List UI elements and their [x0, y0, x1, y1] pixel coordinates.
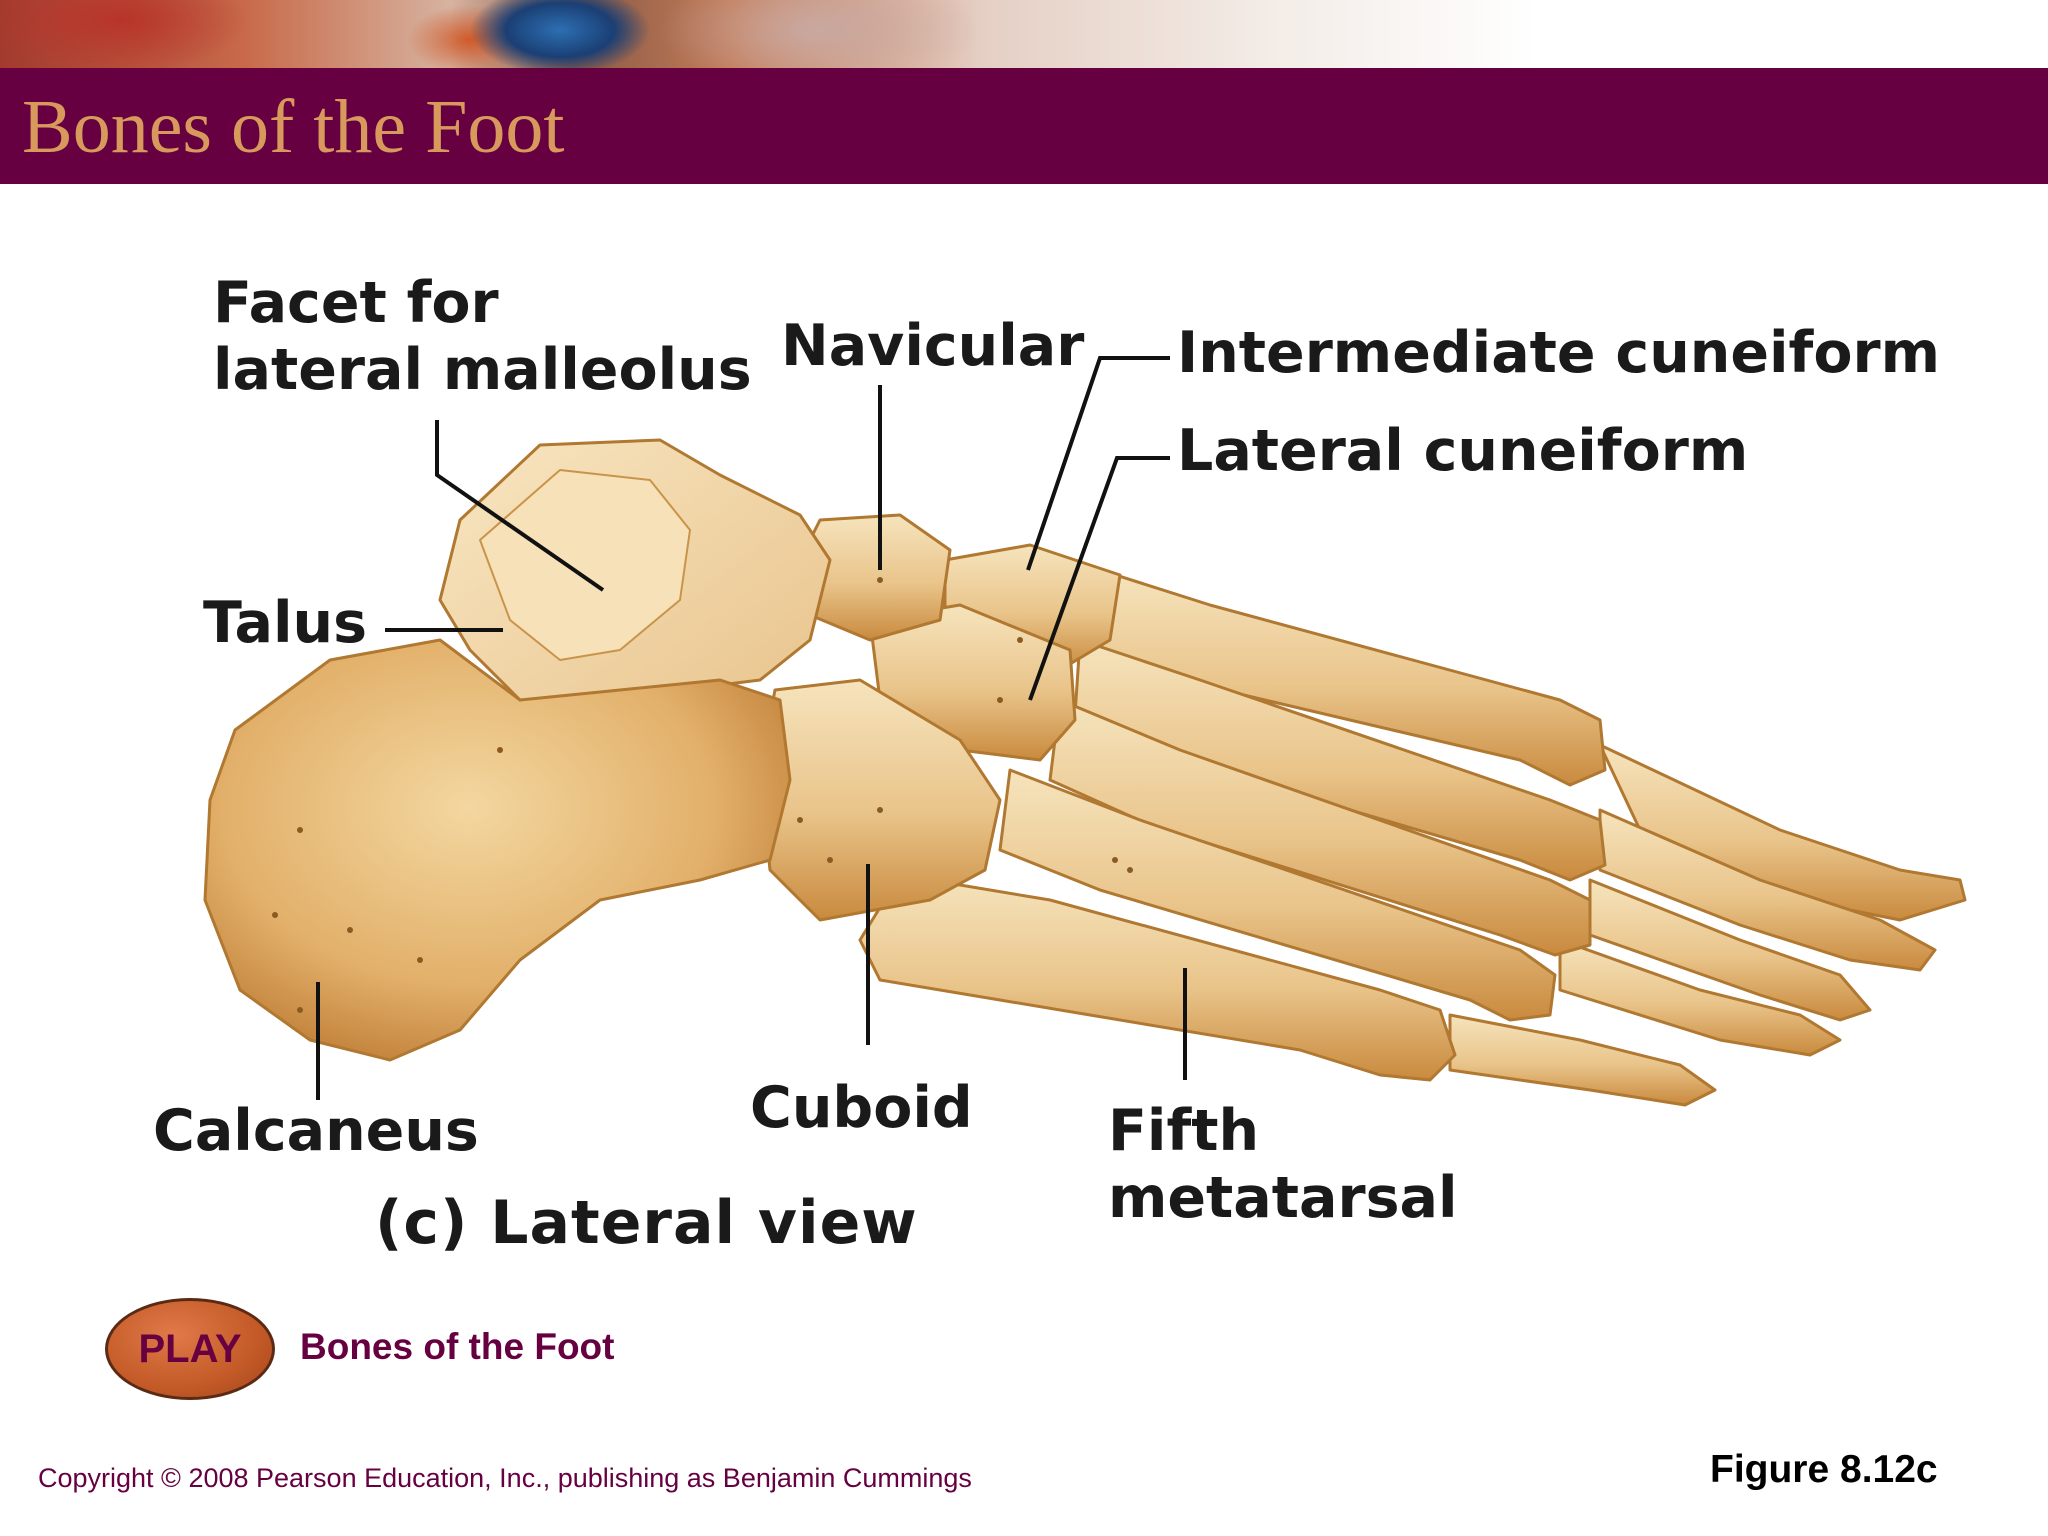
label-navicular: Navicular	[781, 313, 1085, 379]
title-bar	[0, 68, 2048, 184]
metatarsal-5	[858, 873, 1457, 1082]
view-caption: (c) Lateral view	[375, 1188, 918, 1258]
copyright-text: Copyright © 2008 Pearson Education, Inc.…	[38, 1463, 972, 1493]
label-cuboid: Cuboid	[750, 1075, 973, 1141]
label-fifth-line1: Fifth	[1108, 1098, 1260, 1164]
label-talus: Talus	[203, 590, 368, 656]
label-calcaneus: Calcaneus	[153, 1098, 479, 1164]
play-button[interactable]: PLAY	[105, 1298, 275, 1400]
label-fifth-line2: metatarsal	[1108, 1165, 1458, 1232]
phalanx-row-3	[1588, 878, 1872, 1022]
slide-title: Bones of the Foot	[22, 85, 565, 169]
play-button-label: PLAY	[138, 1326, 242, 1371]
header-banner-image	[0, 0, 2048, 68]
label-facet-lateral-malleolus: Facet for lateral malleolus	[213, 270, 752, 405]
phalanx-row-2	[1598, 808, 1937, 972]
calcaneus-bone	[203, 638, 792, 1062]
play-link-caption[interactable]: Bones of the Foot	[300, 1326, 615, 1367]
label-intermediate-cuneiform: Intermediate cuneiform	[1177, 320, 1941, 386]
phalanx-row-4	[1558, 938, 1842, 1057]
bones-group	[203, 438, 1967, 1107]
lateral-cuneiform-leader-line	[1028, 456, 1170, 701]
metatarsal-3	[1048, 698, 1592, 957]
facet-leader-line	[435, 420, 605, 592]
phalanges	[1448, 743, 1967, 1107]
label-fifth-metatarsal: Fifth metatarsal	[1108, 1098, 1458, 1233]
lateral-malleolus-facet	[479, 469, 691, 661]
label-lateral-cuneiform: Lateral cuneiform	[1177, 418, 1749, 484]
bone-texture-dots	[272, 577, 1133, 1013]
metatarsals	[858, 568, 1607, 1082]
label-facet-line2: lateral malleolus	[213, 337, 752, 404]
figure-number: Figure 8.12c	[1710, 1448, 1938, 1491]
leader-lines	[316, 356, 1187, 1100]
intermediate-cuneiform-leader-line	[1026, 356, 1170, 571]
label-facet-line1: Facet for	[213, 270, 499, 336]
metatarsal-4	[998, 768, 1557, 1022]
phalanx-row-5	[1448, 1013, 1717, 1107]
